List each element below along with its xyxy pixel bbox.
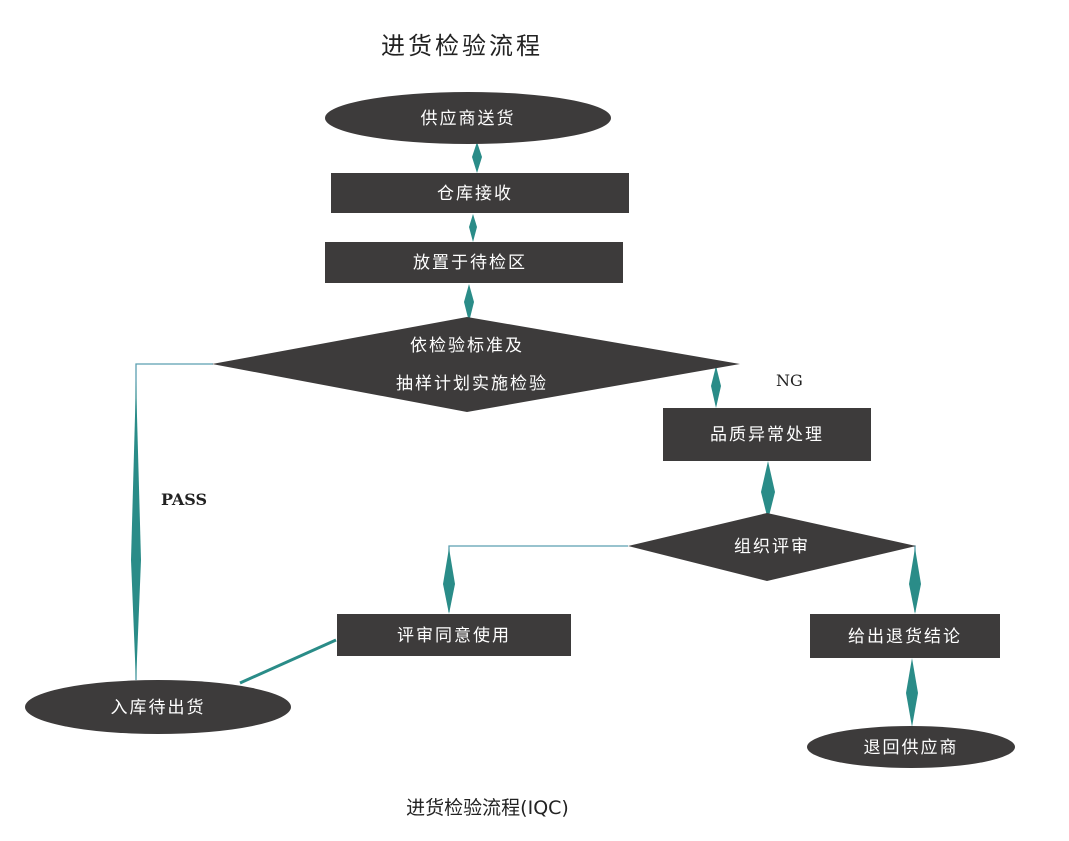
arrow-place-to-inspect xyxy=(464,284,474,322)
warehouse-receive-label: 仓库接收 xyxy=(437,184,513,204)
warehouse-receive-node xyxy=(331,173,629,213)
return-conclusion-label: 给出退货结论 xyxy=(848,627,962,647)
ng-label: NG xyxy=(776,371,803,390)
warehouse-pending-shipment-label: 入库待出货 xyxy=(111,698,206,718)
pass-line xyxy=(135,363,213,680)
supplier-delivery-label: 供应商送货 xyxy=(421,109,516,129)
review-accept-node xyxy=(337,614,571,656)
review-decision-node xyxy=(628,513,916,581)
review-left-line xyxy=(448,545,628,612)
warehouse-pending-shipment-node xyxy=(25,680,291,734)
node-labels: 供应商送货 仓库接收 放置于待检区 依检验标准及 抽样计划实施检验 品质异常处理… xyxy=(111,109,962,758)
inspect-decision-node xyxy=(212,317,740,412)
inspect-label-line2: 抽样计划实施检验 xyxy=(396,374,548,394)
place-pending-area-node xyxy=(325,242,623,283)
nodes xyxy=(25,92,1015,768)
arrow-review-to-return xyxy=(909,548,921,614)
quality-abnormal-node xyxy=(663,408,871,461)
arrow-abnormal-to-review xyxy=(761,461,775,520)
return-conclusion-node xyxy=(810,614,1000,658)
arrow-pass-down xyxy=(131,380,141,683)
diagram-title: 进货检验流程 xyxy=(381,32,543,60)
arrow-warehouse-to-place xyxy=(469,214,477,242)
arrow-review-to-accept xyxy=(443,548,455,614)
return-supplier-node xyxy=(807,726,1015,768)
arrow-ng-down xyxy=(711,366,721,408)
arrow-supplier-to-warehouse xyxy=(472,142,482,173)
review-accept-label: 评审同意使用 xyxy=(397,625,511,646)
accept-to-warehouse-line xyxy=(239,638,337,685)
review-label: 组织评审 xyxy=(734,537,810,557)
pass-label: PASS xyxy=(161,490,207,509)
supplier-delivery-node xyxy=(325,92,611,144)
figure-caption: 进货检验流程(IQC) xyxy=(406,797,569,819)
quality-abnormal-label: 品质异常处理 xyxy=(710,425,824,445)
return-supplier-label: 退回供应商 xyxy=(864,738,959,758)
arrow-return-to-supplier xyxy=(906,658,918,727)
inspect-label-line1: 依检验标准及 xyxy=(410,336,524,356)
place-pending-area-label: 放置于待检区 xyxy=(413,253,527,273)
arrows xyxy=(131,142,921,727)
